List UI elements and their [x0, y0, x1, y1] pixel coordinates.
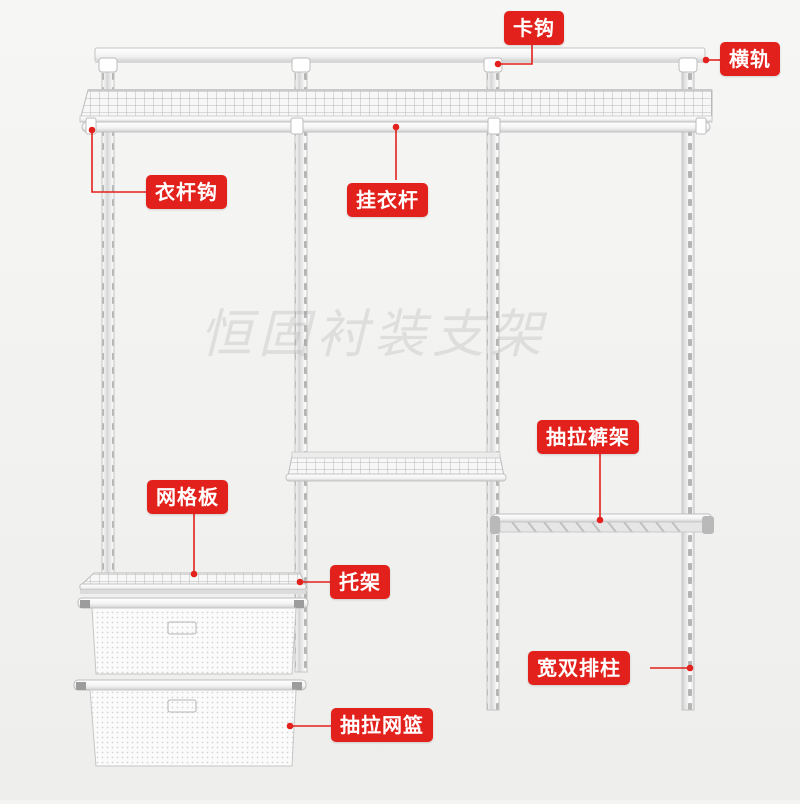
label-top-rail: 横轨 [720, 42, 780, 76]
uprights [101, 61, 695, 711]
upright-4 [681, 61, 695, 711]
label-hanging-rod: 挂衣杆 [347, 183, 428, 217]
leader-lines [88, 44, 720, 730]
label-pull-out-basket: 抽拉网篮 [331, 708, 433, 742]
label-wide-double-upright: 宽双排柱 [528, 651, 630, 685]
pull-out-basket-bottom [73, 679, 307, 767]
watermark-text: 恒固衬装支架 [200, 305, 549, 365]
middle-shelf [285, 451, 507, 482]
top-wire-shelf [79, 89, 713, 123]
label-wire-shelf: 网格板 [147, 480, 228, 514]
pull-out-basket-top [77, 597, 309, 675]
upright-3 [486, 61, 500, 711]
upright-1 [101, 61, 115, 583]
label-clip-hook: 卡钩 [504, 11, 564, 45]
leader-clip-hook [498, 44, 533, 65]
label-rod-hook: 衣杆钩 [146, 175, 227, 209]
leader-rod-hook [91, 130, 150, 193]
trouser-rack [490, 513, 714, 534]
label-trouser-rack: 抽拉裤架 [537, 420, 639, 454]
lower-wire-shelf [78, 572, 307, 594]
label-bracket: 托架 [330, 565, 390, 599]
top-rail [94, 47, 706, 63]
